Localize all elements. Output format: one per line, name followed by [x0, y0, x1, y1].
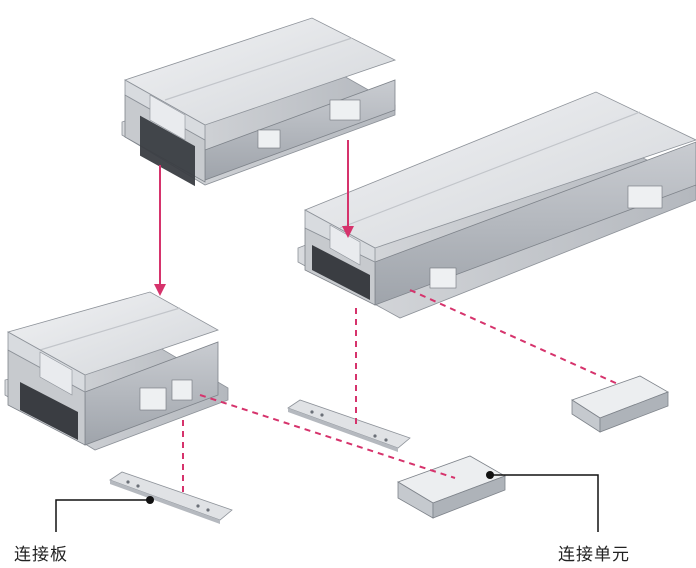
- connecting-unit-center: [397, 455, 506, 519]
- leader-line-plate: [55, 496, 154, 532]
- assembly-guide-lines: [182, 289, 621, 492]
- actuator-unit-right: [297, 91, 696, 319]
- leader-dot-icon: [486, 471, 494, 479]
- connecting-unit-right: [571, 375, 669, 433]
- leader-line-unit: [486, 471, 599, 532]
- connecting-plate-bottom: [109, 471, 233, 524]
- connecting-plate-label: 连接板: [14, 545, 68, 565]
- actuator-unit-bottom: [4, 291, 229, 451]
- connecting-plate-center: [287, 399, 411, 452]
- leader-dot-icon: [146, 496, 154, 504]
- connecting-unit-label: 连接单元: [558, 545, 630, 565]
- actuator-unit-top: [121, 17, 397, 187]
